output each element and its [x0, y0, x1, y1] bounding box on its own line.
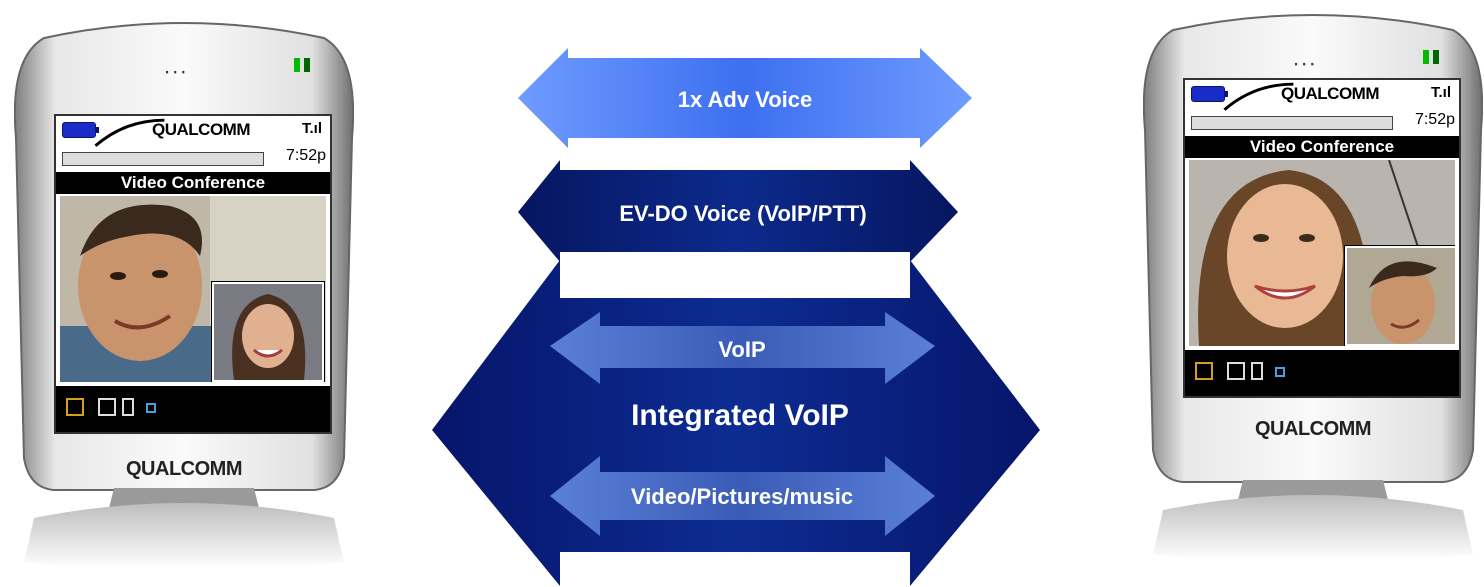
pip-video	[211, 281, 325, 382]
woman-face-image	[214, 284, 322, 380]
layout-split-icon[interactable]	[98, 398, 116, 416]
layout-stacked-icon[interactable]	[122, 398, 134, 416]
signal-icon: T.ıl	[301, 120, 322, 137]
pip-video	[1344, 245, 1455, 346]
phone-brand-logo: QUALCOMM	[1255, 418, 1371, 440]
arrow-label: Video/Pictures/music	[631, 484, 853, 509]
clock-time: 7:52p	[1414, 111, 1455, 128]
screen-header: QUALCOMM T.ıl	[56, 116, 330, 148]
left-phone: ∙∙∙ QUALCOMM T.ıl 7:52p Video Conference	[14, 18, 354, 578]
video-layout-toolbar	[1185, 350, 1459, 396]
inner-arrow-video-pictures-music: Video/Pictures/music	[550, 456, 935, 536]
arrow-1x-adv-voice: 1x Adv Voice	[518, 48, 972, 148]
voice-service-diagram: 1x Adv Voice EV-DO Voice (VoIP/PTT) Inte…	[432, 48, 1040, 586]
arrow-label: VoIP	[718, 337, 765, 362]
status-led-icon	[1423, 50, 1429, 64]
arrow-evdo-voice: EV-DO Voice (VoIP/PTT)	[518, 160, 958, 262]
screen-title: Video Conference	[56, 172, 330, 194]
status-led-icon	[1433, 50, 1439, 64]
arrow-label: 1x Adv Voice	[678, 87, 813, 112]
brand-label: QUALCOMM	[152, 120, 250, 139]
main-video	[1189, 160, 1455, 346]
screen-title: Video Conference	[1185, 136, 1459, 158]
arrow-integrated-voip: Integrated VoIP	[432, 260, 1040, 586]
phone-screen: QUALCOMM T.ıl 7:52p Video Conference	[1183, 78, 1461, 398]
layout-pip-icon[interactable]	[1195, 362, 1213, 380]
speaker-icon: ∙∙∙	[1293, 50, 1318, 75]
phone-screen: QUALCOMM T.ıl 7:52p Video Conference	[54, 114, 332, 434]
screen-header: QUALCOMM T.ıl	[1185, 80, 1459, 112]
progress-bar	[62, 152, 264, 166]
arrow-label: Integrated VoIP	[631, 399, 849, 432]
layout-single-icon[interactable]	[146, 403, 156, 413]
clock-time: 7:52p	[285, 147, 326, 164]
right-phone: ∙∙∙ QUALCOMM T.ıl 7:52p Video Conference	[1143, 10, 1483, 570]
inner-arrow-voip: VoIP	[550, 312, 935, 384]
battery-icon	[1191, 86, 1228, 102]
progress-bar	[1191, 116, 1393, 130]
status-led-icon	[294, 58, 300, 72]
layout-split-icon[interactable]	[1227, 362, 1245, 380]
layout-stacked-icon[interactable]	[1251, 362, 1263, 380]
arrow-label: EV-DO Voice (VoIP/PTT)	[619, 201, 866, 226]
layout-pip-icon[interactable]	[66, 398, 84, 416]
layout-single-icon[interactable]	[1275, 367, 1285, 377]
brand-label: QUALCOMM	[1281, 84, 1379, 103]
speaker-icon: ∙∙∙	[164, 58, 189, 83]
signal-icon: T.ıl	[1430, 84, 1451, 101]
main-video	[60, 196, 326, 382]
phone-brand-logo: QUALCOMM	[126, 458, 242, 480]
battery-icon	[62, 122, 99, 138]
status-led-icon	[304, 58, 310, 72]
video-layout-toolbar	[56, 386, 330, 432]
man-face-image	[1347, 248, 1455, 344]
